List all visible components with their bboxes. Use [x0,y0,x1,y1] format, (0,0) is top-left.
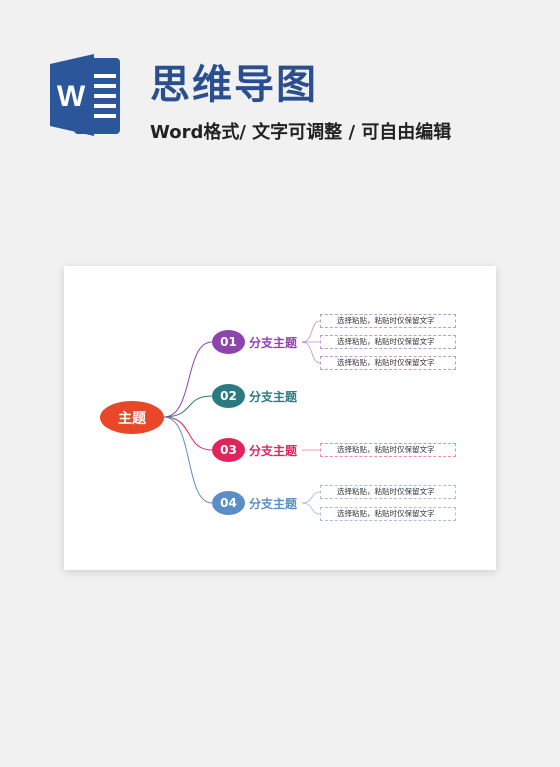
leaf-connector [301,320,321,343]
leaf-connector [301,341,321,364]
branch-label-04[interactable]: 分支主题 [249,497,298,511]
branch-connector [163,395,213,418]
branch-label-02[interactable]: 分支主题 [249,390,298,404]
central-topic[interactable]: 主题 [100,401,164,434]
branch-number-04[interactable]: 04 [212,491,245,515]
leaf-node[interactable]: 选择粘贴，粘贴时仅保留文字 [320,314,456,328]
leaf-connector [301,491,321,504]
branch-label-03[interactable]: 分支主题 [249,444,298,458]
page-subtitle: Word格式/ 文字可调整 / 可自由编辑 [150,122,452,143]
branch-connector [163,416,213,451]
branch-connector [163,341,213,418]
leaf-node[interactable]: 选择粘贴，粘贴时仅保留文字 [320,356,456,370]
branch-connector [163,416,213,504]
leaf-node[interactable]: 选择粘贴，粘贴时仅保留文字 [320,507,456,521]
page-title: 思维导图 [150,62,318,108]
branch-label-01[interactable]: 分支主题 [249,336,298,350]
branch-number-03[interactable]: 03 [212,438,245,462]
leaf-node[interactable]: 选择粘贴，粘贴时仅保留文字 [320,485,456,499]
branch-number-02[interactable]: 02 [212,384,245,408]
word-logo-icon: W [50,54,120,136]
connector-lines [163,320,321,515]
leaf-node[interactable]: 选择粘贴，粘贴时仅保留文字 [320,335,456,349]
leaf-connector [301,502,321,515]
leaf-node[interactable]: 选择粘贴，粘贴时仅保留文字 [320,443,456,457]
branch-number-01[interactable]: 01 [212,330,245,354]
logo-letter: W [57,80,86,113]
